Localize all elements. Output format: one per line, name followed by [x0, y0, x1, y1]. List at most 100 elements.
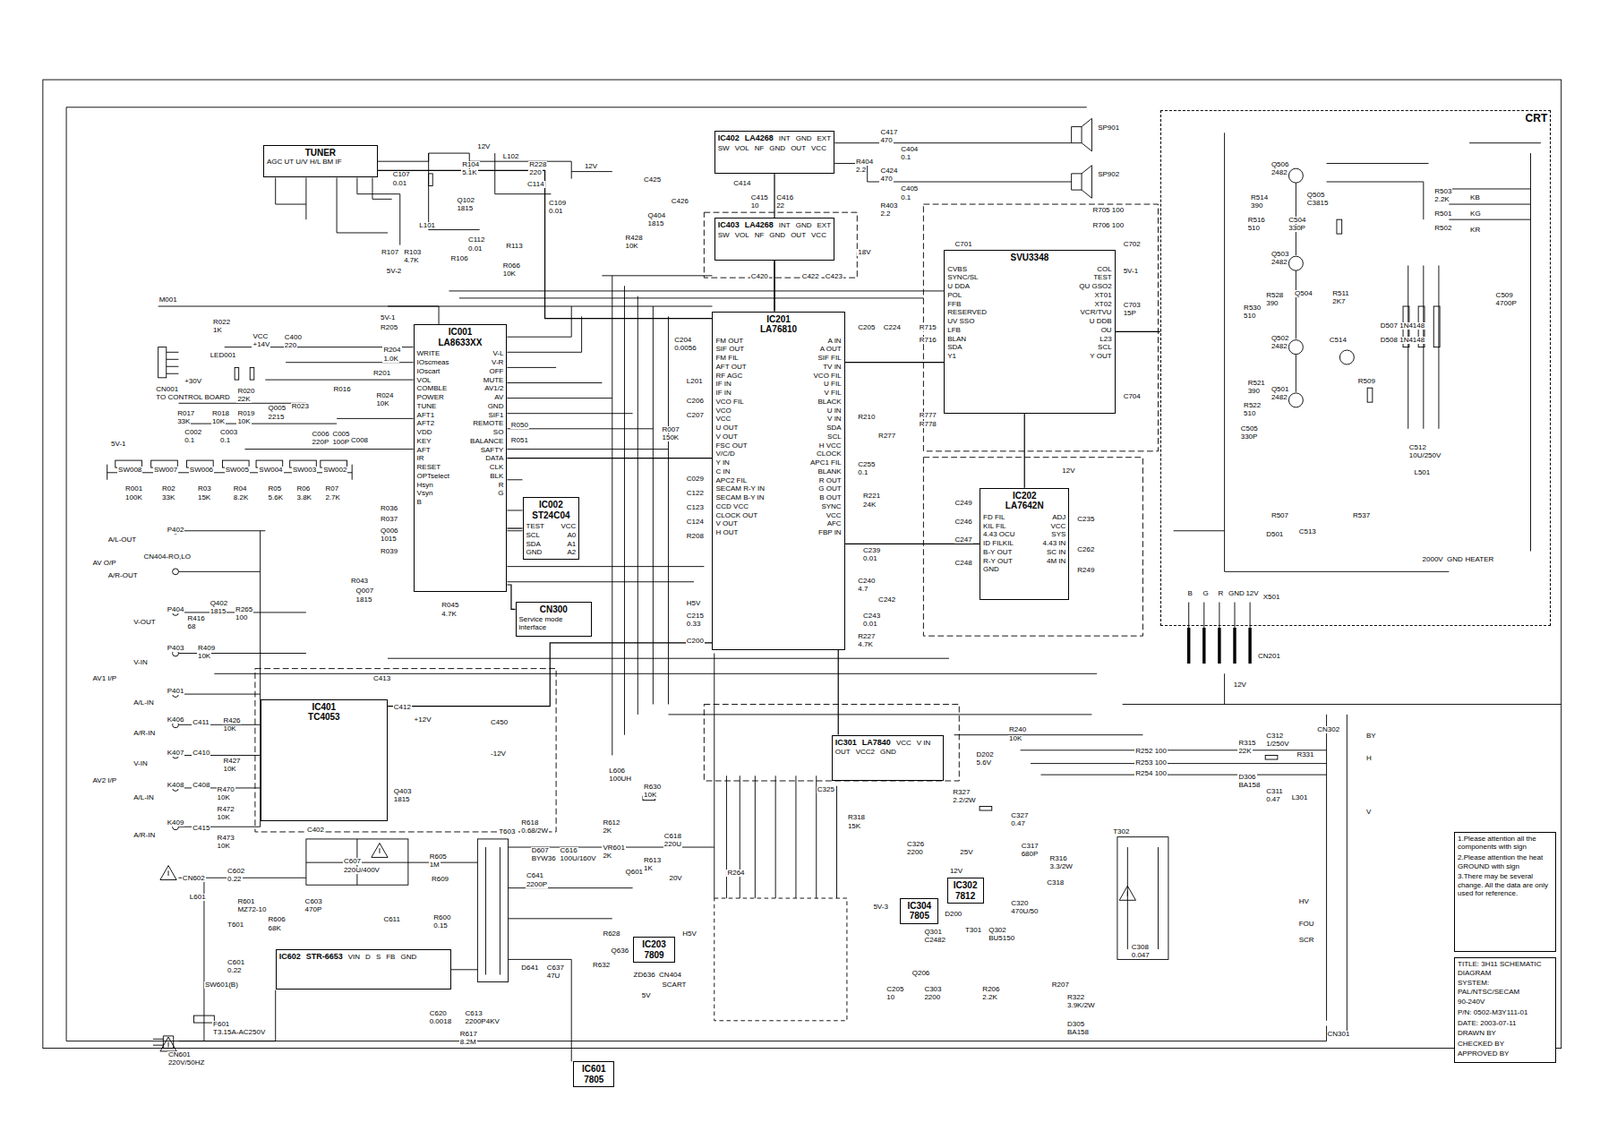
pin-name: L23 — [1031, 334, 1112, 344]
component-label: C701 — [954, 240, 974, 249]
component-label: KR — [1469, 226, 1481, 234]
part-name: IC203 — [636, 939, 673, 950]
component-label: C618 — [663, 832, 683, 840]
connector-box: CN300Service mode interface — [515, 601, 592, 637]
pin-name: 4.43 OCU — [983, 530, 1023, 540]
component-label: R106 — [450, 255, 470, 263]
component-label: V-IN — [132, 760, 149, 768]
part-name: IC201 — [715, 314, 841, 326]
component-label: C248 — [954, 559, 974, 567]
component-label: A/R-IN — [132, 729, 156, 737]
component-label: 0.01 — [862, 620, 879, 628]
component-label: C415 — [191, 824, 211, 832]
component-label: 3.3/2W — [1049, 863, 1074, 871]
component-label: R502 — [1433, 224, 1453, 232]
component-label: 2482 — [1270, 393, 1289, 402]
component-label: 10 — [885, 993, 896, 1002]
part-name: IC401 — [264, 701, 385, 713]
pin-name: SIF OUT — [715, 344, 777, 354]
pin-name: SDA — [947, 342, 1027, 352]
component-label: 1815 — [455, 205, 474, 213]
pin-name: AV — [462, 393, 504, 403]
component-label: R416 — [187, 615, 206, 623]
component-label: 5.6V — [975, 759, 993, 767]
component-label: C504 — [1287, 216, 1307, 224]
pin-name: INT — [778, 221, 791, 231]
component-label: 10K — [1008, 735, 1023, 743]
signal-connector — [773, 260, 775, 312]
pin-name: 4.43 IN — [1026, 539, 1067, 548]
pin-name: 4M IN — [1026, 556, 1067, 566]
component-label: C415 — [750, 194, 770, 202]
component-label: C308 — [1130, 943, 1150, 951]
component-label: Q102 — [455, 196, 476, 205]
note-text: CHECKED BY — [1457, 1039, 1553, 1049]
component-label: 470P — [304, 906, 324, 914]
signal-connector — [377, 170, 713, 318]
part-name: 7812 — [950, 890, 981, 902]
component-label: 1815 — [393, 795, 411, 804]
ic-box: IC402LA4268INTGNDEXTSWVOLNFGNDOUTVCC — [714, 130, 835, 174]
pin-name: SYS — [1026, 530, 1067, 540]
pin-name: INT — [778, 134, 791, 144]
component-label: 15K — [847, 822, 862, 830]
component-label: R427 — [222, 757, 241, 765]
pin-name: POWER — [417, 393, 459, 403]
component-label: K408 — [166, 781, 186, 789]
pin-name: VDD — [417, 427, 459, 437]
component-label: A/L-IN — [132, 699, 155, 707]
component-label: D200 — [943, 910, 963, 918]
component-label: +30V — [183, 377, 203, 386]
component-label: R503 — [1433, 188, 1453, 196]
pin-name: B-Y OUT — [983, 547, 1023, 557]
pin-name: SIF FIL — [780, 353, 842, 363]
signal-connector — [1115, 331, 1161, 333]
component-label: SCART — [661, 981, 688, 989]
component-label: R017 — [176, 410, 196, 418]
component-label: C114 — [526, 180, 546, 189]
component-label: 5V-3 — [872, 903, 889, 911]
component-label: R113 — [504, 242, 524, 250]
component-label: 100P — [331, 438, 351, 446]
pin-name: CLOCK OUT — [715, 511, 777, 521]
component-label: 0.01 — [547, 207, 565, 215]
component-label: C326 — [906, 840, 925, 848]
component-label: 220P — [311, 438, 331, 446]
component-label: 390 — [1247, 387, 1261, 395]
component-label: P402 — [166, 526, 186, 534]
component-label: 0.01 — [392, 179, 409, 188]
pin-name: A IN — [780, 336, 842, 346]
component-label: CN201 — [1257, 652, 1282, 660]
component-label: 22K — [236, 395, 251, 403]
pin-name: R OUT — [780, 476, 842, 486]
component-label: 47U — [546, 972, 562, 980]
component-label: CN601 — [167, 1051, 192, 1059]
component-label: F601 — [212, 1020, 231, 1028]
component-label: C235 — [1076, 515, 1096, 523]
component-label: C240 — [856, 577, 876, 585]
pin-name: B — [417, 497, 459, 507]
component-label: 0.01 — [467, 245, 484, 253]
component-label: R204 — [382, 346, 402, 354]
pin-name: TEST — [1031, 273, 1112, 283]
component-label: 1815 — [209, 607, 228, 616]
component-label: 510 — [1242, 410, 1257, 418]
component-label: C242 — [877, 596, 897, 604]
part-name: IC202 — [983, 490, 1066, 502]
component-label: 330P — [1240, 433, 1259, 441]
component-label: R315 — [1237, 739, 1257, 747]
component-label: C602 — [226, 867, 246, 875]
pin-name: A OUT — [780, 344, 842, 354]
pin-name: APC1 FIL — [780, 458, 842, 468]
component-label: C325 — [816, 786, 836, 794]
ic-box: IC002ST24C04TESTVCCSCLA0SDAA1GNDA2 — [522, 496, 581, 560]
component-label: R016 — [333, 385, 352, 394]
component-label: 2K7 — [1331, 298, 1346, 306]
component-label: C239 — [862, 547, 882, 555]
component-label: R322 — [1066, 993, 1086, 1002]
pin-name: BALANCE — [462, 436, 504, 446]
component-label: C611 — [382, 915, 402, 924]
component-label: 2.2K — [981, 993, 998, 1002]
component-label: L501 — [1412, 469, 1431, 477]
component-label: 22 — [775, 202, 786, 210]
